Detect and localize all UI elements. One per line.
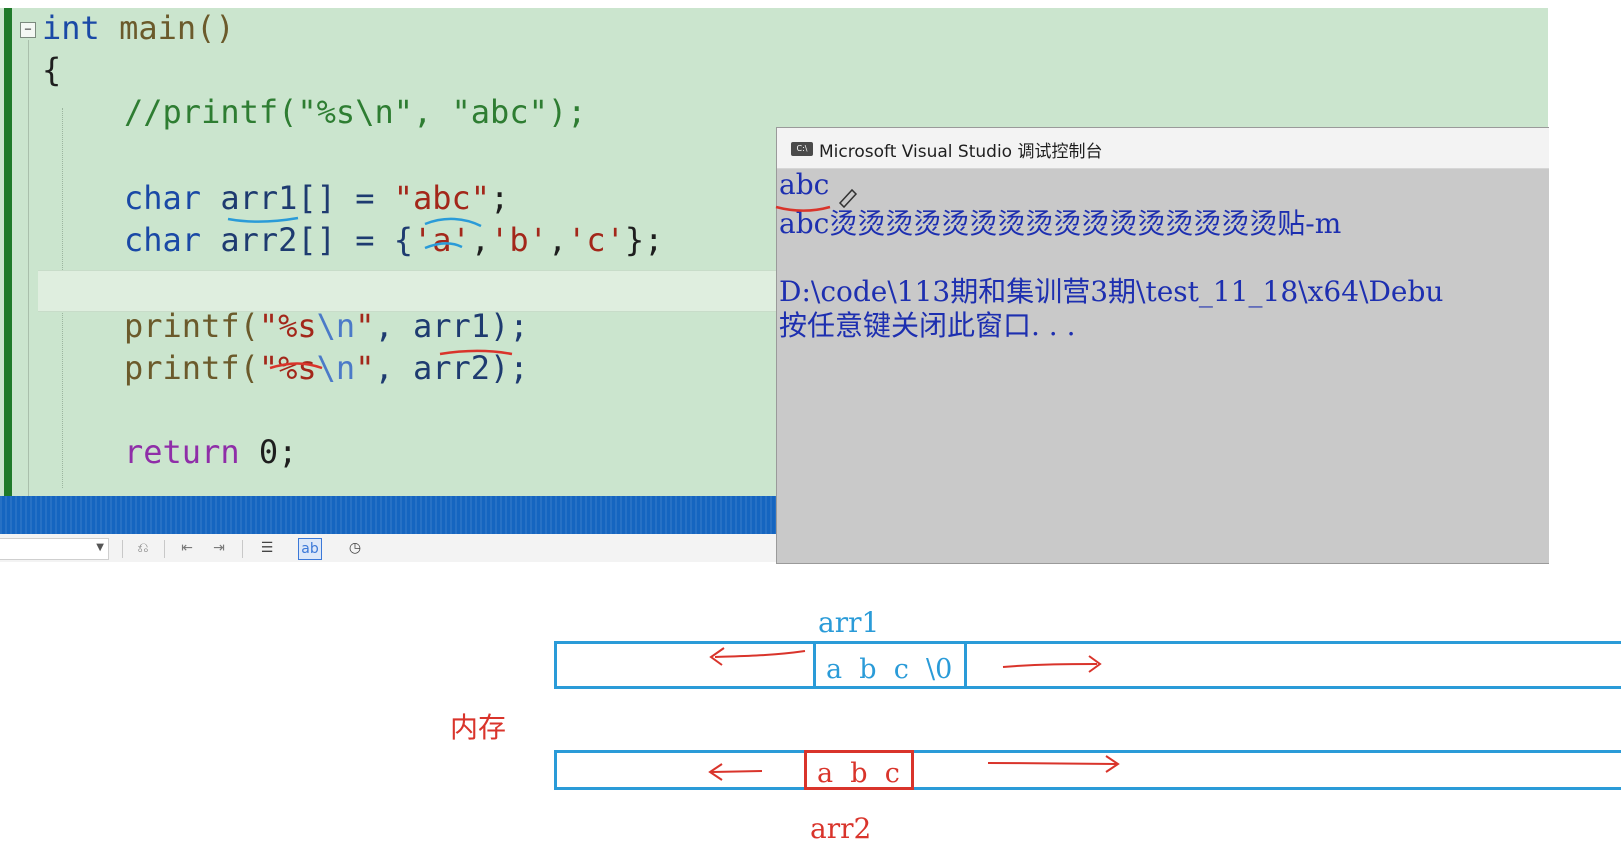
memory-strip-arr1 [554, 641, 1621, 689]
fold-guide [28, 40, 29, 496]
keyword-return: return [124, 433, 240, 471]
comma: , [470, 221, 491, 259]
memory-strip-arr2 [554, 750, 1621, 790]
format-string: "%s [258, 349, 317, 387]
char-literal-c: 'c' [567, 221, 625, 259]
chevron-down-icon: ▼ [96, 542, 104, 553]
console-output-line-3: D:\code\113期和集训营3期\test_11_18\x64\Debu [779, 275, 1444, 308]
code-line-3[interactable]: //printf("%s\n", "abc"); [124, 92, 586, 132]
change-tracking-bar [4, 8, 12, 496]
escape-newline: \n [316, 349, 356, 387]
close-brace: }; [624, 221, 664, 259]
string-literal-abc: "abc" [393, 179, 491, 217]
debug-console-window[interactable]: C:\ Microsoft Visual Studio 调试控制台 abc ab… [776, 127, 1549, 564]
bookmark-icon[interactable]: ⎌ [137, 540, 149, 556]
char-literal-a: 'a' [412, 221, 471, 259]
code-line-5[interactable]: char arr2[] = {'a','b','c'}; [124, 220, 663, 260]
console-output-line-4: 按任意键关闭此窗口. . . [779, 309, 1076, 342]
console-output-line-1: abc [779, 168, 830, 201]
console-app-icon: C:\ [791, 142, 813, 156]
function-printf: printf( [124, 307, 259, 345]
code-line-1[interactable]: int main() [42, 8, 235, 48]
char-literal-b: 'b' [490, 221, 548, 259]
arr1-cells: a b c \0 [813, 641, 967, 689]
semicolon: ; [490, 179, 510, 217]
printf-args-arr1: , arr1); [374, 307, 529, 345]
code-line-4[interactable]: char arr1[] = "abc"; [124, 178, 509, 218]
memory-label: 内存 [450, 711, 507, 744]
return-value: 0; [239, 433, 298, 471]
comment: //printf("%s\n", "abc"); [124, 93, 587, 131]
format-string-end: " [355, 307, 375, 345]
keyword-char: char [124, 221, 202, 259]
code-line-8[interactable]: return 0; [124, 432, 297, 472]
arr1-label: arr1 [818, 606, 880, 639]
code-line-7[interactable]: printf("%s\n", arr2); [124, 348, 529, 388]
toolbar-separator [242, 540, 243, 558]
word-wrap-toggle-icon[interactable]: ab [298, 538, 322, 560]
declaration-arr1: arr1[] = [201, 179, 394, 217]
console-output-line-2: abc烫烫烫烫烫烫烫烫烫烫烫烫烫烫烫烫贴-m [779, 207, 1342, 240]
history-clock-icon[interactable]: ◷ [348, 540, 362, 556]
format-string: "%s [258, 307, 317, 345]
console-title: Microsoft Visual Studio 调试控制台 [819, 142, 1103, 162]
keyword-int: int [42, 9, 100, 47]
toolbar-separator [164, 540, 165, 558]
function-main: main() [99, 9, 235, 47]
format-string-end: " [355, 349, 375, 387]
printf-args-arr2: , arr2); [374, 349, 529, 387]
collapse-toggle-icon[interactable]: − [20, 22, 36, 38]
outdent-icon[interactable]: ⇤ [181, 540, 193, 556]
code-line-2[interactable]: { [42, 50, 61, 90]
current-line-highlight [38, 270, 778, 312]
toolbar-separator [122, 540, 123, 558]
declaration-arr2: arr2[] = { [201, 221, 413, 259]
code-line-6[interactable]: printf("%s\n", arr1); [124, 306, 529, 346]
arr2-label: arr2 [810, 812, 872, 845]
bottom-toolbar: ▼ ⎌ ⇤ ⇥ ☰ ab ◷ [0, 534, 778, 562]
indent-icon[interactable]: ⇥ [213, 540, 225, 556]
editor-status-bar [0, 496, 778, 534]
arr2-cells: a b c [804, 750, 914, 790]
clear-list-icon[interactable]: ☰ [260, 540, 274, 556]
toolbar-dropdown[interactable]: ▼ [0, 538, 109, 560]
escape-newline: \n [316, 307, 356, 345]
console-title-bar[interactable]: C:\ Microsoft Visual Studio 调试控制台 [777, 128, 1549, 169]
keyword-char: char [124, 179, 202, 217]
open-brace: { [42, 51, 62, 89]
function-printf: printf( [124, 349, 259, 387]
comma: , [547, 221, 568, 259]
